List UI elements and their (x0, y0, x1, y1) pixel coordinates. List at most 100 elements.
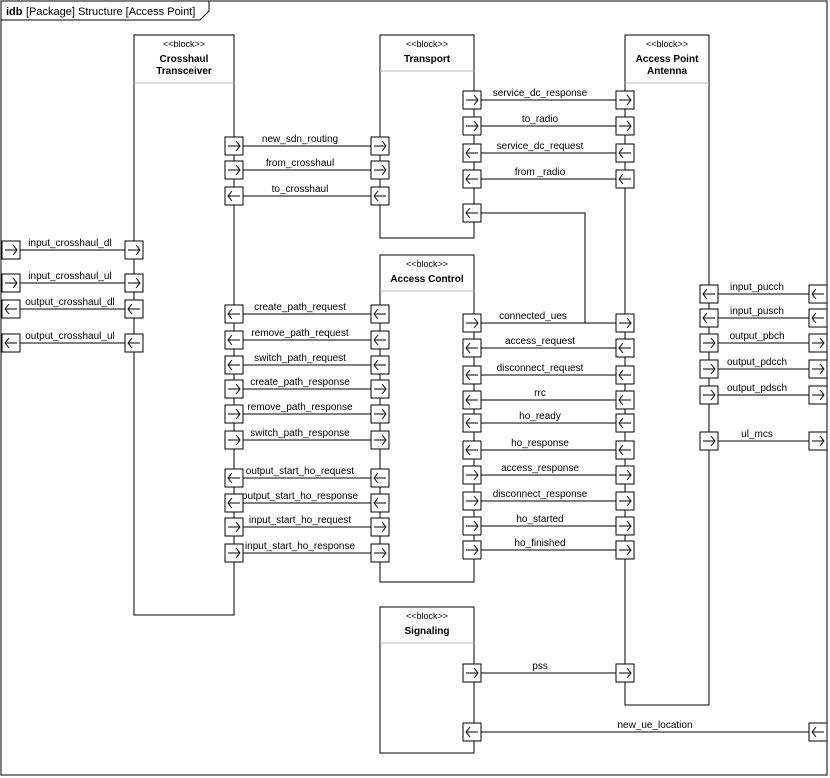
connector-ho-response-port-left[interactable] (462, 440, 482, 460)
connector-new-sdn-routing-port-right[interactable] (370, 136, 390, 156)
connector-ul-mcs-port-left[interactable] (699, 431, 719, 451)
connector-output-pdcch-port-left[interactable] (699, 359, 719, 379)
connector-output-pbch-port-right[interactable] (808, 333, 828, 353)
connector-connected-ues-label: connected_ues (499, 311, 567, 322)
connector-input-crosshaul-ul-port-left[interactable] (1, 273, 21, 293)
connector-output-crosshaul-ul-port-left[interactable] (1, 333, 21, 353)
connector-rrc-port-left[interactable] (462, 390, 482, 410)
connector-output-start-ho-request-port-left[interactable] (224, 468, 244, 488)
connector-switch-path-request-port-left[interactable] (224, 355, 244, 375)
connector-ho-started-port-right[interactable] (615, 516, 635, 536)
connector-pss-port-left[interactable] (462, 663, 482, 683)
frame-title: [Package] Structure [Access Point] (26, 6, 195, 18)
connector-input-pucch-port-left[interactable] (699, 284, 719, 304)
connector-output-crosshaul-ul-port-right[interactable] (124, 333, 144, 353)
connector-remove-path-request-port-right[interactable] (370, 330, 390, 350)
connector-disconnect-response-port-right[interactable] (615, 491, 635, 511)
arrow-right-icon (466, 120, 479, 132)
connector-access-response-port-left[interactable] (462, 465, 482, 485)
connector-connected-ues-port-target[interactable] (615, 313, 635, 333)
ports (1, 90, 828, 742)
connector-create-path-response-port-right[interactable] (370, 379, 390, 399)
connector-switch-path-response-port-left[interactable] (224, 430, 244, 450)
connector-access-request-port-left[interactable] (462, 338, 482, 358)
connector-new-ue-location-port-left[interactable] (462, 722, 482, 742)
connector-to-crosshaul-port-right[interactable] (370, 186, 390, 206)
connector-service-dc-response-port-right[interactable] (615, 90, 635, 110)
connector-input-start-ho-response-label: input_start_ho_response (245, 541, 356, 552)
connector-remove-path-response-port-left[interactable] (224, 404, 244, 424)
connector-to-radio-port-right[interactable] (615, 116, 635, 136)
connector-input-pusch-port-left[interactable] (699, 308, 719, 328)
connector-ho-response-port-right[interactable] (615, 440, 635, 460)
connector-service-dc-response-port-left[interactable] (462, 90, 482, 110)
connector-connected-ues-port-source-top[interactable] (462, 203, 482, 223)
connector-create-path-response-port-left[interactable] (224, 379, 244, 399)
connector-input-pucch-port-right[interactable] (808, 284, 828, 304)
connector-input-crosshaul-dl-port-left[interactable] (1, 240, 21, 260)
arrow-right-icon (703, 363, 716, 375)
connector-input-start-ho-request-port-left[interactable] (224, 517, 244, 537)
connector-output-crosshaul-dl-port-right[interactable] (124, 299, 144, 319)
connector-access-response-port-right[interactable] (615, 465, 635, 485)
connector-input-start-ho-request-label: input_start_ho_request (249, 515, 352, 526)
connector-output-pbch-port-left[interactable] (699, 333, 719, 353)
connector-switch-path-response-port-right[interactable] (370, 430, 390, 450)
connector-pss-port-right[interactable] (615, 663, 635, 683)
arrow-right-icon (374, 383, 387, 395)
frame-kind: idb (6, 6, 23, 18)
connector-disconnect-request-port-right[interactable] (615, 365, 635, 385)
connector-output-start-ho-request-port-right[interactable] (370, 468, 390, 488)
connector-input-start-ho-response-port-left[interactable] (224, 543, 244, 563)
connector-output-start-ho-response-port-left[interactable] (224, 493, 244, 513)
connector-from-crosshaul-port-right[interactable] (370, 160, 390, 180)
connector-ho-finished-port-left[interactable] (462, 540, 482, 560)
connector-switch-path-request-port-right[interactable] (370, 355, 390, 375)
connector-service-dc-request-port-left[interactable] (462, 143, 482, 163)
arrow-right-icon (228, 434, 241, 446)
connector-output-start-ho-response-port-right[interactable] (370, 493, 390, 513)
connector-output-pdsch-label: output_pdsch (727, 383, 787, 394)
connector-ho-ready-port-right[interactable] (615, 413, 635, 433)
arrow-left-icon (465, 369, 478, 381)
connector-output-pdcch-port-right[interactable] (808, 359, 828, 379)
block-signaling: <<block>>Signaling (379, 606, 475, 754)
connector-input-crosshaul-dl-port-right[interactable] (124, 240, 144, 260)
connector-remove-path-response-port-right[interactable] (370, 404, 390, 424)
connector-output-pdsch-port-right[interactable] (808, 385, 828, 405)
block-name: Access Control (390, 274, 464, 285)
connector-rrc-port-right[interactable] (615, 390, 635, 410)
connector-ho-ready-port-left[interactable] (462, 413, 482, 433)
connector-to-radio-port-left[interactable] (462, 116, 482, 136)
connector-to-crosshaul-port-left[interactable] (224, 186, 244, 206)
connector-new-sdn-routing-port-left[interactable] (224, 136, 244, 156)
connector-from-radio-port-right[interactable] (615, 169, 635, 189)
connector-input-pusch-port-right[interactable] (808, 308, 828, 328)
connector-remove-path-request-port-left[interactable] (224, 330, 244, 350)
arrow-left-icon (618, 173, 631, 185)
connector-access-request-port-right[interactable] (615, 338, 635, 358)
connector-disconnect-request-port-left[interactable] (462, 365, 482, 385)
block-stereotype: <<block>> (406, 259, 448, 269)
connector-service-dc-request-port-right[interactable] (615, 143, 635, 163)
connector-create-path-request-port-left[interactable] (224, 304, 244, 324)
connector-output-crosshaul-dl-port-left[interactable] (1, 299, 21, 319)
arrow-right-icon (812, 363, 825, 375)
connector-ho-finished-port-right[interactable] (615, 540, 635, 560)
connector-from-radio-port-left[interactable] (462, 169, 482, 189)
connector-output-pdsch-port-left[interactable] (699, 385, 719, 405)
connector-input-start-ho-request-port-right[interactable] (370, 517, 390, 537)
connector-input-crosshaul-ul-port-right[interactable] (124, 273, 144, 293)
connector-new-ue-location-label: new_ue_location (617, 720, 692, 731)
connector-ho-started-port-left[interactable] (462, 516, 482, 536)
connector-from-crosshaul-port-left[interactable] (224, 160, 244, 180)
connector-switch-path-request-label: switch_path_request (254, 353, 346, 364)
arrow-left-icon (811, 288, 824, 300)
connector-new-ue-location-port-right[interactable] (808, 722, 828, 742)
connector-connected-ues-port-source[interactable] (462, 313, 482, 333)
connector-ul-mcs-port-right[interactable] (808, 431, 828, 451)
connector-input-start-ho-response-port-right[interactable] (370, 543, 390, 563)
connector-create-path-request-port-right[interactable] (370, 304, 390, 324)
connector-disconnect-response-port-left[interactable] (462, 491, 482, 511)
